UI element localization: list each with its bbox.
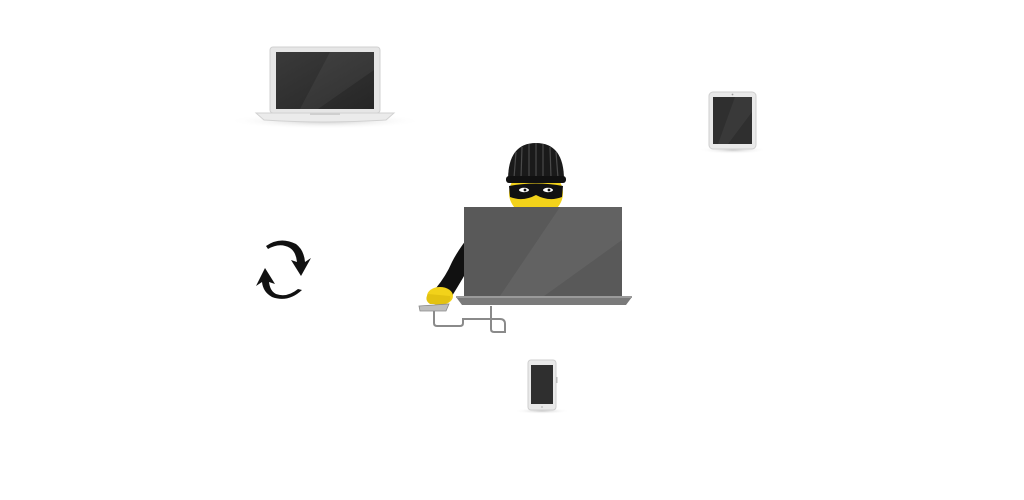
hacker-figure-icon <box>418 143 632 333</box>
tablet-icon <box>699 91 767 154</box>
laptop-icon <box>227 46 423 129</box>
sync-arrows-icon <box>256 240 311 299</box>
smartphone-icon <box>514 359 570 414</box>
